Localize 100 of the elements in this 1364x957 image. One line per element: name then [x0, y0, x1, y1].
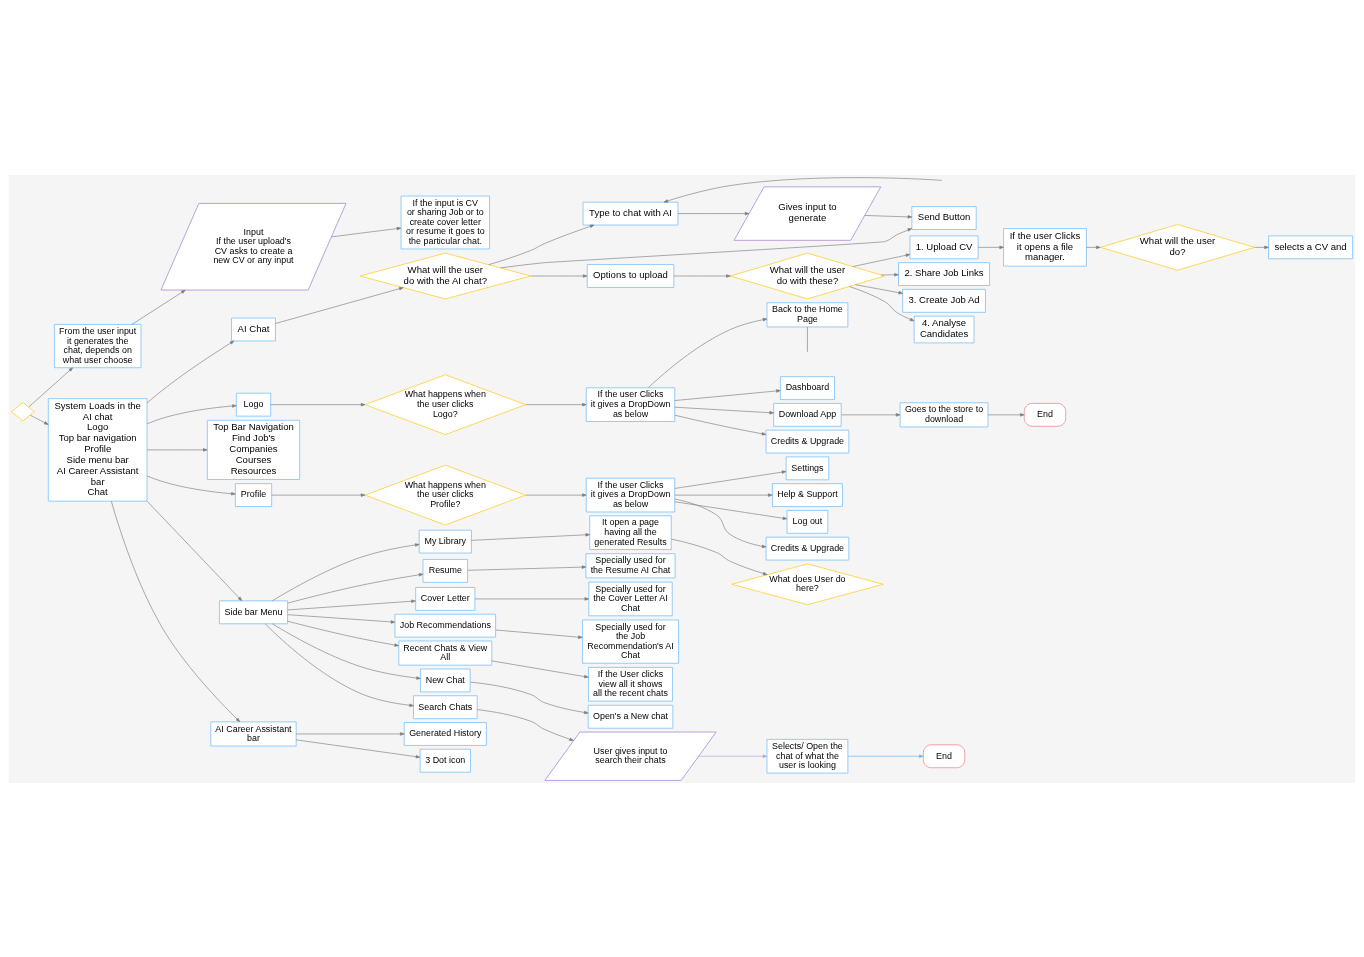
arrow	[880, 272, 899, 276]
arrow	[500, 227, 913, 268]
node-box: Open's a New chat	[587, 704, 674, 729]
node-box: Top Bar Navigation Find Job's Companies Courses Resources	[206, 419, 301, 480]
node-box: Specially used for the Resume AI Chat	[585, 552, 676, 578]
arrow	[663, 176, 942, 202]
node-box: AI Career Assistant bar	[210, 720, 297, 747]
arrow	[272, 542, 420, 601]
node-box: New Chat	[419, 668, 471, 692]
node-box: selects a CV and	[1268, 234, 1354, 259]
node-box: If the input is CV or sharing Job or to create cover letter or resume it goes to the particular chat.	[400, 195, 491, 249]
arrow	[674, 406, 774, 414]
node-diamond: What happens when the user clicks Profile?	[364, 464, 527, 526]
node-box: Search Chats	[412, 694, 478, 719]
node-box: Send Button	[911, 205, 977, 230]
connector	[807, 326, 808, 352]
arrow	[28, 366, 73, 407]
arrow	[674, 388, 781, 401]
arrow	[146, 447, 208, 452]
arrow	[847, 754, 924, 758]
arrow	[673, 273, 731, 278]
arrow	[674, 492, 773, 497]
node-box: Back to the Home Page	[766, 301, 849, 327]
arrow	[131, 289, 186, 325]
node-box: It open a page having all the generated Results	[589, 514, 672, 550]
arrow	[525, 492, 587, 497]
arrow	[467, 564, 587, 571]
arrow	[270, 402, 366, 406]
arrow	[648, 317, 768, 388]
arrow	[287, 572, 424, 603]
node-box: Goes to the store to download	[899, 401, 989, 427]
node-box: Specially used for the Cover Letter AI Chat	[588, 581, 673, 616]
node-box: Options to upload	[586, 263, 675, 288]
arrow	[864, 214, 913, 219]
node-box: End	[922, 743, 966, 768]
node-box: 2. Share Job Links	[898, 261, 991, 286]
node-box: Cover Letter	[415, 586, 476, 611]
node-diamond: What will the user do?	[1099, 223, 1256, 271]
node-box: Logo	[235, 392, 272, 417]
node-box: 3 Dot icon	[419, 748, 471, 773]
arrow	[146, 403, 237, 424]
node-diamond: What will the user do with the AI chat?	[359, 252, 532, 299]
arrow	[677, 211, 750, 215]
node-box: Job Recommendations	[394, 613, 497, 638]
node-box: Profile	[234, 482, 273, 507]
arrow	[674, 414, 767, 435]
arrow	[476, 708, 574, 741]
node-box: Resume	[422, 558, 469, 583]
arrow	[271, 492, 366, 497]
arrow	[271, 623, 421, 680]
arrow	[491, 660, 589, 678]
node-box: Log out	[786, 509, 829, 534]
arrow	[674, 469, 787, 489]
arrow	[841, 412, 901, 416]
arrow	[474, 596, 590, 601]
arrow	[495, 629, 583, 639]
arrow	[275, 286, 404, 324]
node-box: If the user Clicks it gives a DropDown as below	[585, 386, 676, 422]
node-diamond: What happens when the user clicks Logo?	[364, 373, 527, 435]
node-box: 1. Upload CV	[909, 234, 979, 259]
arrow	[977, 245, 1004, 249]
node-box: 4. Analyse Candidates	[913, 315, 975, 343]
arrow	[331, 226, 402, 237]
arrow	[852, 253, 911, 267]
arrow	[295, 731, 405, 736]
arrow	[488, 224, 595, 265]
arrow	[1254, 245, 1269, 249]
arrow	[287, 599, 416, 610]
arrow	[855, 283, 903, 294]
arrow	[471, 532, 590, 541]
arrow	[295, 739, 421, 758]
node-box: Settings	[785, 455, 830, 480]
arrow	[987, 412, 1025, 416]
node-box: 3. Create Job Ad	[902, 288, 986, 313]
node-box: My Library	[418, 529, 472, 554]
arrow	[146, 340, 235, 403]
node-box: If the user Clicks it opens a file manager.	[1003, 227, 1087, 267]
node-box: Download App	[773, 402, 842, 427]
node-box: Dashboard	[779, 375, 835, 400]
arrow	[146, 475, 236, 495]
node-box: Side bar Menu	[218, 599, 289, 624]
node-diamond: What does User do here?	[731, 562, 884, 605]
arrow	[287, 613, 396, 624]
node-diamond: What will the user do with these?	[729, 252, 885, 299]
node-box: Generated History	[403, 721, 487, 746]
node-box: System Loads in the AI chat Logo Top bar navigation Profile Side menu bar AI Career Assistant bar Chat	[47, 397, 148, 502]
arrow	[525, 402, 587, 406]
arrow	[849, 285, 915, 321]
node-box: Credits & Upgrade	[765, 536, 850, 561]
arrow	[671, 538, 768, 575]
node-diamond	[10, 401, 35, 421]
node-box: AI Chat	[231, 317, 276, 341]
arrow	[530, 273, 588, 278]
arrow	[674, 500, 788, 520]
node-box: If the user Clicks it gives a DropDown as below	[585, 477, 676, 512]
node-box: If the User clicks view all it shows all the recent chats	[588, 666, 673, 702]
node-box: Help & Support	[771, 482, 843, 507]
arrow	[264, 623, 414, 707]
arrow	[674, 498, 767, 548]
node-box: Specially used for the Job Recommendation's AI Chat	[581, 618, 680, 664]
